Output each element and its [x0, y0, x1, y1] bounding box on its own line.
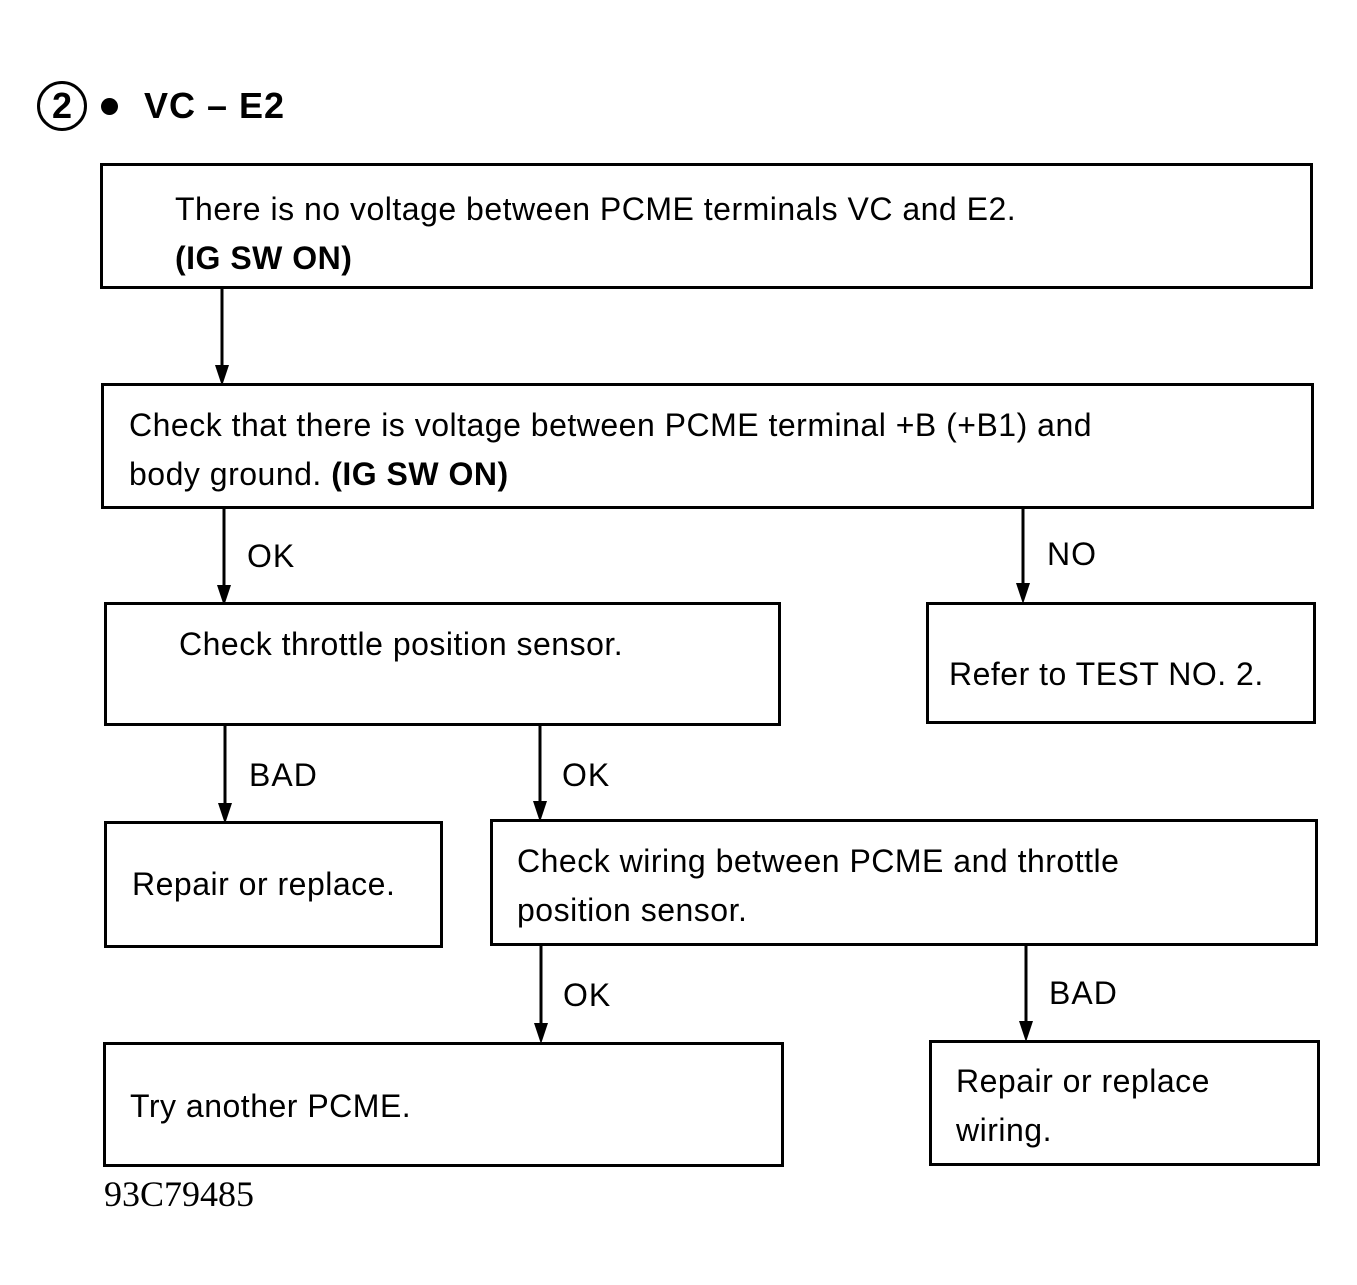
flow-label-ok: OK	[247, 538, 296, 574]
box-repair-wiring-text-2: wiring.	[956, 1112, 1052, 1148]
flow-label-bad: BAD	[249, 757, 318, 793]
arrowhead	[1016, 583, 1030, 604]
box-check-voltage-plain: body ground.	[129, 456, 332, 492]
figure-code: 93C79485	[104, 1174, 255, 1214]
box-refer-test: Refer to TEST NO. 2.	[926, 602, 1316, 724]
box-try-pcme-text: Try another PCME.	[130, 1088, 412, 1124]
box-repair-replace: Repair or replace.	[104, 821, 443, 948]
box-try-pcme: Try another PCME.	[103, 1042, 784, 1167]
box-check-wiring-text-2: position sensor.	[517, 892, 748, 928]
box-check-tps: Check throttle position sensor.	[104, 602, 781, 726]
box-check-voltage-text-2: body ground. (IG SW ON)	[129, 450, 1311, 499]
flow-label-bad: BAD	[1049, 975, 1118, 1011]
arrowhead	[1019, 1021, 1033, 1042]
arrowhead	[218, 803, 232, 824]
bullet-icon	[101, 97, 118, 115]
box-repair-wiring-text: Repair or replace	[956, 1063, 1210, 1099]
box-check-voltage-text: Check that there is voltage between PCME…	[129, 407, 1093, 443]
diagram-header: 2 VC – E2	[37, 76, 285, 136]
arrowhead	[217, 585, 231, 606]
box-check-voltage-condition: (IG SW ON)	[331, 456, 509, 492]
flow-label-ok: OK	[562, 757, 611, 793]
box-no-voltage-text: There is no voltage between PCME termina…	[175, 191, 1017, 227]
box-repair-replace-text: Repair or replace.	[132, 866, 396, 902]
box-no-voltage-condition: (IG SW ON)	[175, 240, 353, 276]
diagram-title: VC – E2	[144, 85, 286, 126]
box-check-tps-text: Check throttle position sensor.	[179, 626, 624, 662]
step-number: 2	[51, 85, 73, 126]
box-repair-wiring: Repair or replace wiring.	[929, 1040, 1320, 1166]
box-no-voltage: There is no voltage between PCME termina…	[100, 163, 1313, 289]
box-check-wiring-text: Check wiring between PCME and throttle	[517, 843, 1120, 879]
arrowhead	[534, 1023, 548, 1044]
box-check-wiring: Check wiring between PCME and throttle p…	[490, 819, 1318, 946]
flow-label-no: NO	[1047, 536, 1097, 572]
step-number-badge: 2	[37, 81, 87, 131]
flow-label-ok: OK	[563, 977, 612, 1013]
box-refer-test-text: Refer to TEST NO. 2.	[949, 656, 1264, 692]
arrowhead	[215, 365, 229, 386]
box-check-voltage: Check that there is voltage between PCME…	[101, 383, 1314, 509]
arrowhead	[533, 801, 547, 822]
